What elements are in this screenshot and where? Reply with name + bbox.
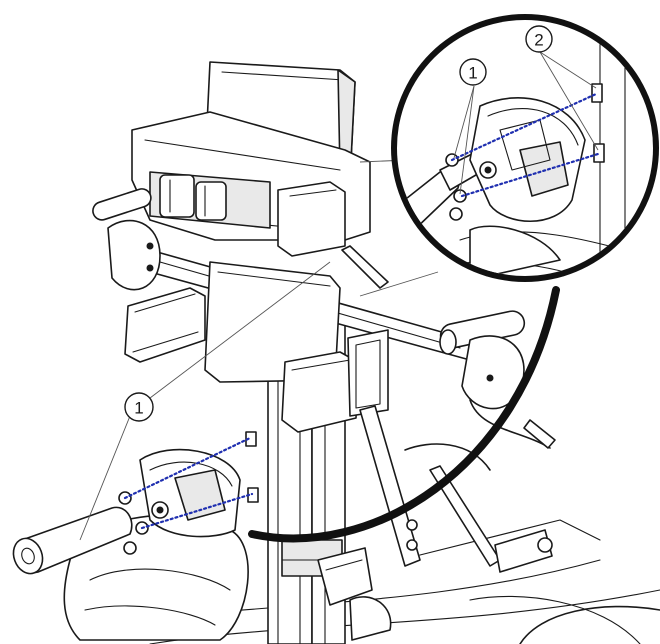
release-lever: [341, 245, 389, 289]
callout-main: 1: [79, 261, 331, 541]
inset-callout-circle-a: [459, 58, 487, 86]
callout-circle-main: [124, 392, 154, 422]
callout-label-main: 1: [134, 399, 143, 418]
inset-callout-circle-b: [525, 25, 553, 53]
crank-right: [439, 310, 556, 449]
chest-harness: [131, 111, 371, 257]
rear-strut: [359, 405, 553, 573]
foot-strap-assembly: [12, 431, 259, 641]
detail-inset: 1 2: [391, 14, 659, 282]
crank-left: [92, 188, 161, 291]
lower-clamp: [317, 519, 418, 641]
inset-callout-label-b: 2: [534, 31, 543, 50]
knee-bracket-right: [281, 329, 389, 433]
knee-pad-left: [124, 287, 206, 363]
inset-callout-label-a: 1: [468, 64, 477, 83]
magnifier-link: [248, 286, 560, 543]
